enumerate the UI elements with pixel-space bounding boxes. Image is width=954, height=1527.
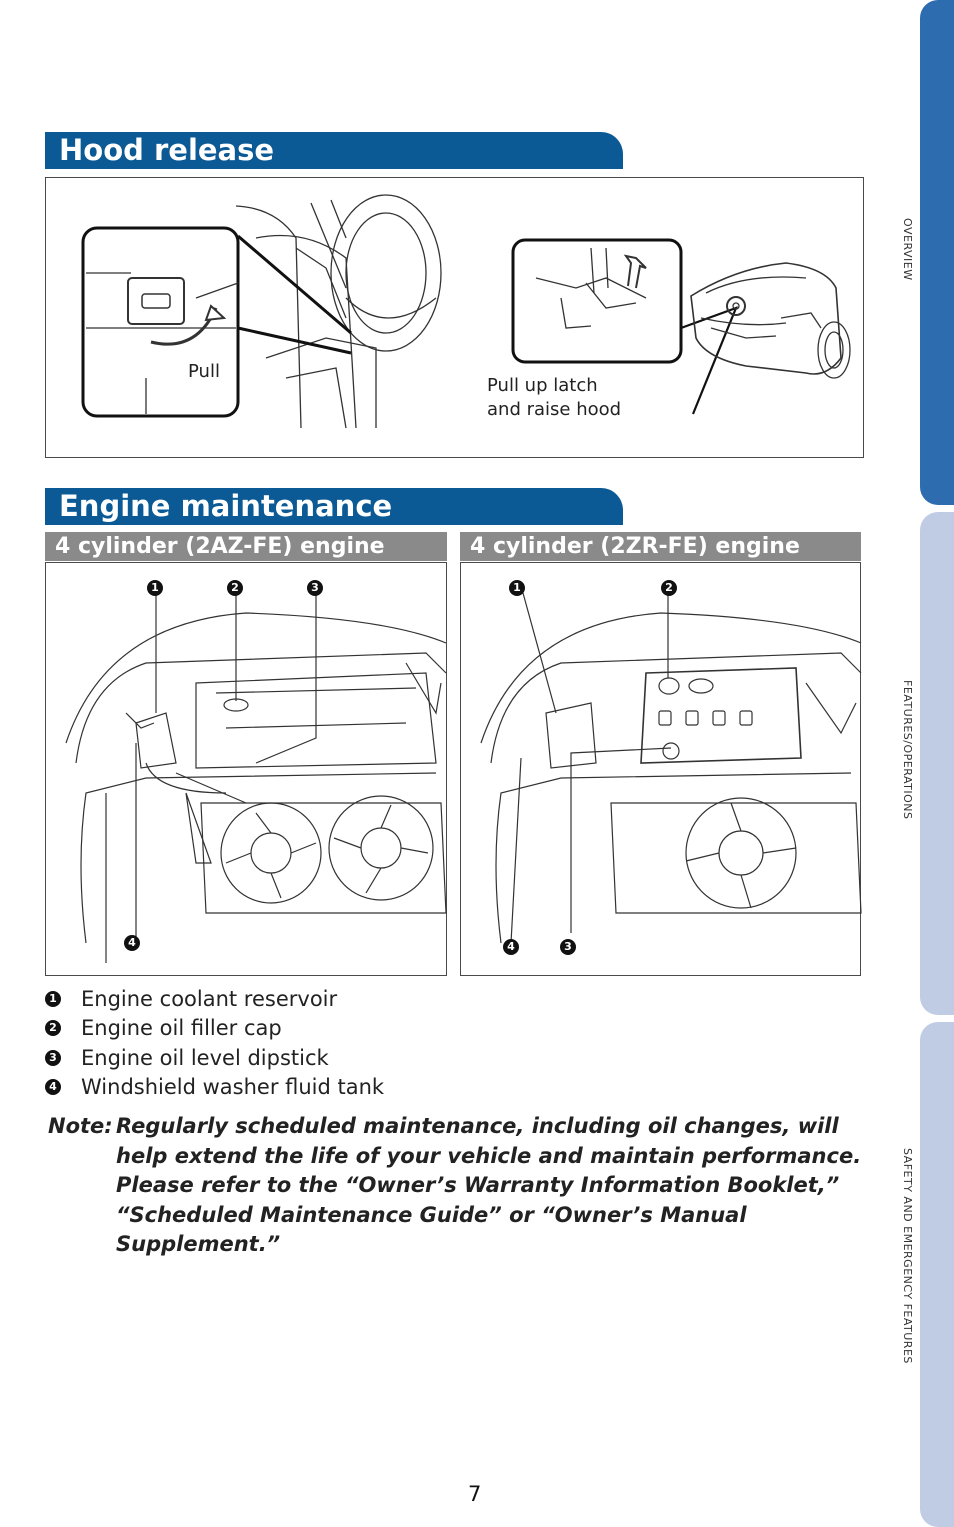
engine-2zr-title: 4 cylinder (2ZR-FE) engine bbox=[460, 532, 861, 561]
engine-2az-illustration bbox=[65, 593, 447, 963]
legend-number: 1 bbox=[45, 990, 61, 1007]
tab-label-features: FEATURES/OPERATIONS bbox=[901, 680, 914, 820]
note-text: Regularly scheduled maintenance, includi… bbox=[116, 1114, 862, 1256]
hood-release-figure: Pull Pull up latch and raise hood bbox=[45, 177, 864, 458]
tab-features-operations[interactable] bbox=[920, 512, 954, 1015]
marker-1: 1 bbox=[509, 580, 525, 596]
pull-label: Pull bbox=[188, 361, 220, 382]
engine-2zr-illustration bbox=[480, 592, 862, 944]
marker-2: 2 bbox=[227, 580, 243, 596]
marker-1: 1 bbox=[147, 580, 163, 596]
engine-2zr-figure: 1 2 4 3 bbox=[460, 562, 862, 976]
legend-text: Engine oil filler cap bbox=[81, 1016, 282, 1041]
marker-4: 4 bbox=[124, 935, 140, 951]
page-number: 7 bbox=[468, 1482, 482, 1506]
legend-number: 2 bbox=[45, 1020, 61, 1037]
pull-up-latch-label: Pull up latch and raise hood bbox=[487, 375, 622, 420]
engine-2az-figure: 1 2 3 4 bbox=[45, 562, 447, 976]
marker-3: 3 bbox=[560, 939, 576, 955]
legend-item: 4 Windshield washer fluid tank bbox=[45, 1073, 384, 1103]
legend-number: 3 bbox=[45, 1049, 61, 1066]
legend-text: Engine coolant reservoir bbox=[81, 986, 338, 1011]
legend-item: 1 Engine coolant reservoir bbox=[45, 984, 384, 1014]
marker-2: 2 bbox=[661, 580, 677, 596]
legend-number: 4 bbox=[45, 1079, 61, 1096]
marker-4: 4 bbox=[503, 939, 519, 955]
engine-2az-title: 4 cylinder (2AZ-FE) engine bbox=[45, 532, 447, 561]
tab-overview[interactable] bbox=[920, 0, 954, 505]
legend-item: 3 Engine oil level dipstick bbox=[45, 1043, 384, 1073]
hood-release-illustration bbox=[81, 194, 851, 429]
legend-text: Windshield washer fluid tank bbox=[81, 1075, 385, 1100]
parts-legend: 1 Engine coolant reservoir 2 Engine oil … bbox=[45, 984, 384, 1102]
hood-release-header: Hood release bbox=[45, 132, 623, 169]
engine-maintenance-header: Engine maintenance bbox=[45, 488, 623, 525]
maintenance-note: Note: Regularly scheduled maintenance, i… bbox=[48, 1112, 868, 1260]
tab-label-overview: OVERVIEW bbox=[901, 218, 914, 281]
note-prefix: Note: bbox=[48, 1114, 113, 1138]
legend-text: Engine oil level dipstick bbox=[81, 1045, 329, 1070]
marker-3: 3 bbox=[307, 580, 323, 596]
legend-item: 2 Engine oil filler cap bbox=[45, 1014, 384, 1044]
tab-label-safety: SAFETY AND EMERGENCY FEATURES bbox=[901, 1148, 914, 1364]
tab-safety-emergency[interactable] bbox=[920, 1022, 954, 1527]
